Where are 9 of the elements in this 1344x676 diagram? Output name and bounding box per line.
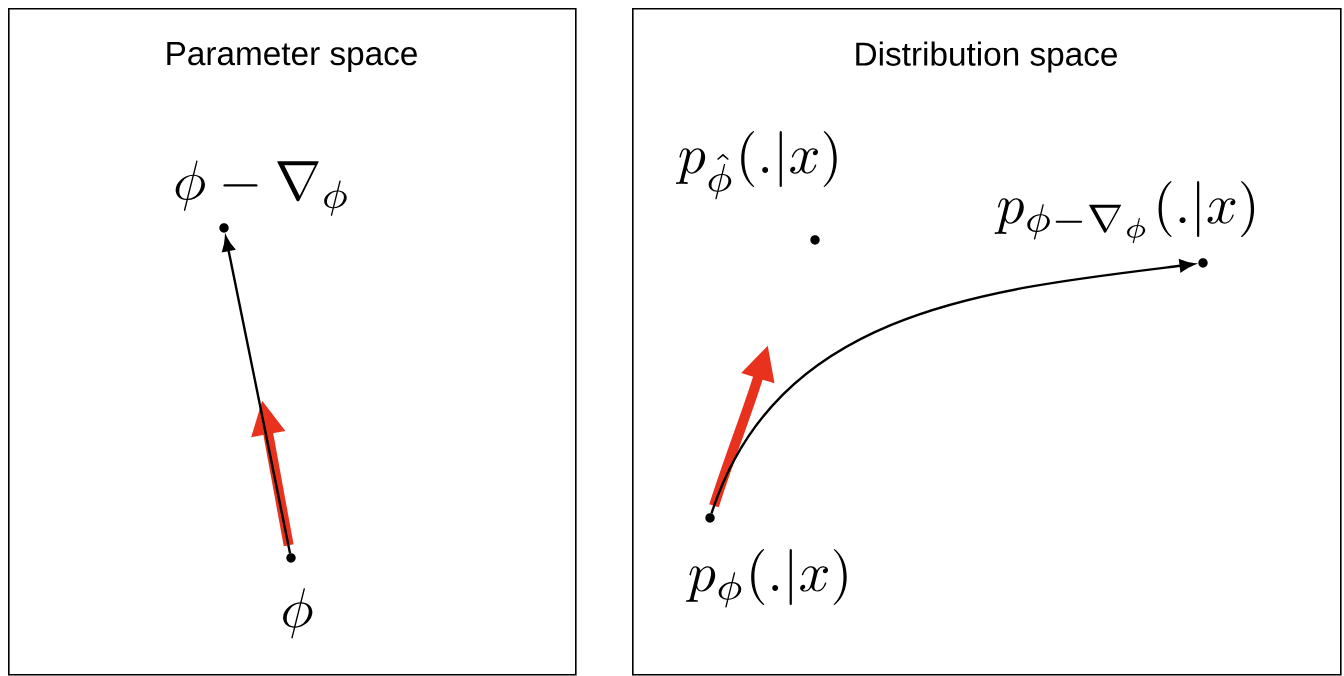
math-label: $p_{\phi-\nabla_{\phi}}(.|x)$ [994, 181, 1255, 244]
panel-title: Parameter space [167, 42, 417, 72]
arrow [222, 236, 292, 554]
math-label: $p_{\hat{\phi}}(.|x)$ [675, 131, 837, 200]
math-label: $\phi$ [283, 588, 313, 639]
arrow [710, 259, 1195, 514]
math-label: $\phi-\nabla_{\phi}$ [175, 160, 347, 216]
panel-title: Distribution space [856, 41, 1117, 73]
math-label: $p_{\phi}(.|x)$ [685, 549, 847, 608]
